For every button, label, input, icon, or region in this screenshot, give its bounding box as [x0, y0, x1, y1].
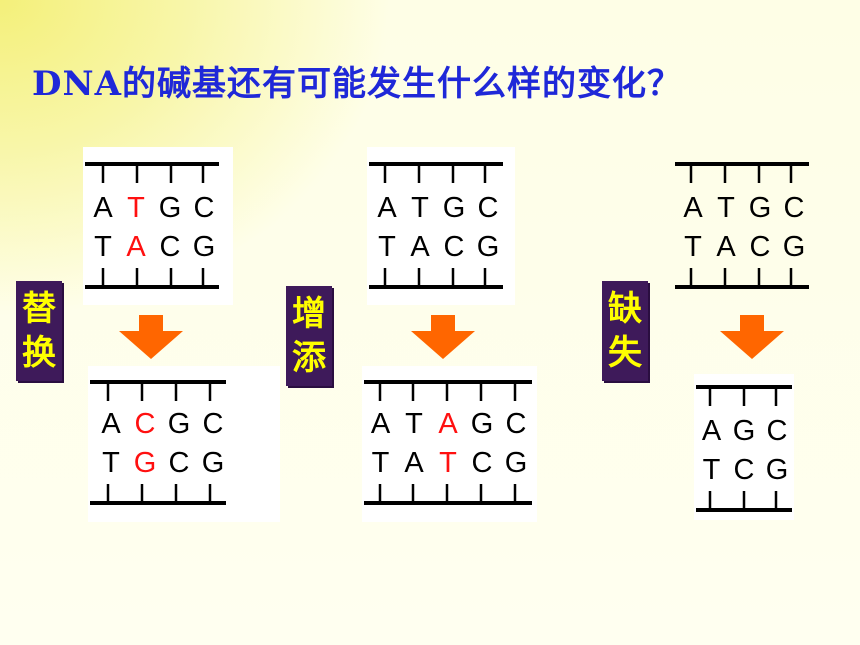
- dna-backbone-graphic: [369, 162, 503, 289]
- deletion-after-strand: A G C T C G: [694, 374, 794, 520]
- base: G: [192, 231, 216, 263]
- insertion-before-strand: A T G C T A C G: [367, 147, 515, 305]
- deletion-label-char-1: 缺: [608, 289, 642, 329]
- base: A: [701, 415, 722, 447]
- base: C: [168, 447, 190, 479]
- base: T: [405, 408, 423, 440]
- bottom-strand-bases: T A C G: [87, 231, 221, 264]
- base: A: [716, 231, 736, 263]
- bottom-strand-bases: T G C G: [94, 447, 230, 480]
- dna-backbone-graphic: [696, 385, 792, 512]
- insertion-label: 增 添: [286, 286, 332, 386]
- base: T: [702, 454, 721, 486]
- base: G: [504, 447, 528, 479]
- substitution-label: 替 换: [16, 281, 62, 381]
- base: T: [371, 447, 390, 479]
- base: G: [158, 192, 182, 224]
- base-highlight: T: [127, 192, 145, 224]
- base: A: [410, 231, 430, 263]
- substitution-label-char-1: 替: [22, 289, 56, 329]
- base: C: [505, 408, 527, 440]
- base: A: [101, 408, 121, 440]
- deletion-label-char-2: 失: [608, 333, 642, 373]
- base: C: [202, 408, 224, 440]
- base-highlight: A: [126, 231, 146, 263]
- base: G: [732, 415, 756, 447]
- base: G: [167, 408, 191, 440]
- base: G: [442, 192, 466, 224]
- base: T: [411, 192, 429, 224]
- base: A: [93, 192, 113, 224]
- base: C: [471, 447, 493, 479]
- bottom-strand-bases: T A C G: [371, 231, 505, 264]
- base: T: [717, 192, 735, 224]
- top-strand-bases: A T G C: [87, 192, 221, 225]
- base: C: [749, 231, 771, 263]
- base: C: [477, 192, 499, 224]
- top-strand-bases: A T G C: [371, 192, 505, 225]
- base: C: [783, 192, 805, 224]
- deletion-label: 缺 失: [602, 281, 648, 381]
- base: A: [683, 192, 703, 224]
- base-highlight: G: [133, 447, 157, 479]
- bottom-strand-bases: T C G: [696, 454, 793, 487]
- substitution-before-strand: A T G C T A C G: [83, 147, 233, 305]
- dna-backbone-graphic: [90, 380, 226, 505]
- base: T: [94, 231, 112, 263]
- slide-title: DNA的碱基还有可能发生什么样的变化？: [32, 64, 682, 104]
- base-highlight: T: [439, 447, 457, 479]
- base: A: [370, 408, 391, 440]
- bottom-strand-bases: T A T C G: [364, 447, 533, 480]
- dna-backbone-graphic: [675, 162, 809, 289]
- base: A: [404, 447, 424, 479]
- base-highlight: A: [438, 408, 458, 440]
- top-strand-bases: A T G C: [677, 192, 811, 225]
- top-strand-bases: A C G C: [94, 408, 230, 441]
- down-arrow-icon: [119, 315, 183, 359]
- base: T: [102, 447, 120, 479]
- insertion-label-char-1: 增: [292, 294, 326, 334]
- base: C: [766, 415, 788, 447]
- base: T: [684, 231, 702, 263]
- deletion-before-strand: A T G C T A C G: [673, 147, 815, 305]
- base: G: [476, 231, 500, 263]
- down-arrow-icon: [411, 315, 475, 359]
- base: G: [748, 192, 772, 224]
- dna-backbone-graphic: [85, 162, 219, 289]
- dna-backbone-graphic: [364, 380, 532, 505]
- base: A: [377, 192, 397, 224]
- base: G: [201, 447, 225, 479]
- insertion-label-char-2: 添: [292, 338, 326, 378]
- substitution-after-strand: A C G C T G C G: [88, 366, 280, 522]
- bottom-strand-bases: T A C G: [677, 231, 811, 264]
- top-strand-bases: A G C: [696, 415, 793, 448]
- base: G: [470, 408, 494, 440]
- base: G: [782, 231, 806, 263]
- base: C: [159, 231, 181, 263]
- base: C: [443, 231, 465, 263]
- base: T: [378, 231, 396, 263]
- top-strand-bases: A T A G C: [364, 408, 533, 441]
- insertion-after-strand: A T A G C T A T C G: [362, 366, 537, 522]
- base: G: [765, 454, 789, 486]
- down-arrow-icon: [720, 315, 784, 359]
- base-highlight: C: [134, 408, 156, 440]
- base: C: [193, 192, 215, 224]
- substitution-label-char-2: 换: [22, 333, 56, 373]
- base: C: [733, 454, 755, 486]
